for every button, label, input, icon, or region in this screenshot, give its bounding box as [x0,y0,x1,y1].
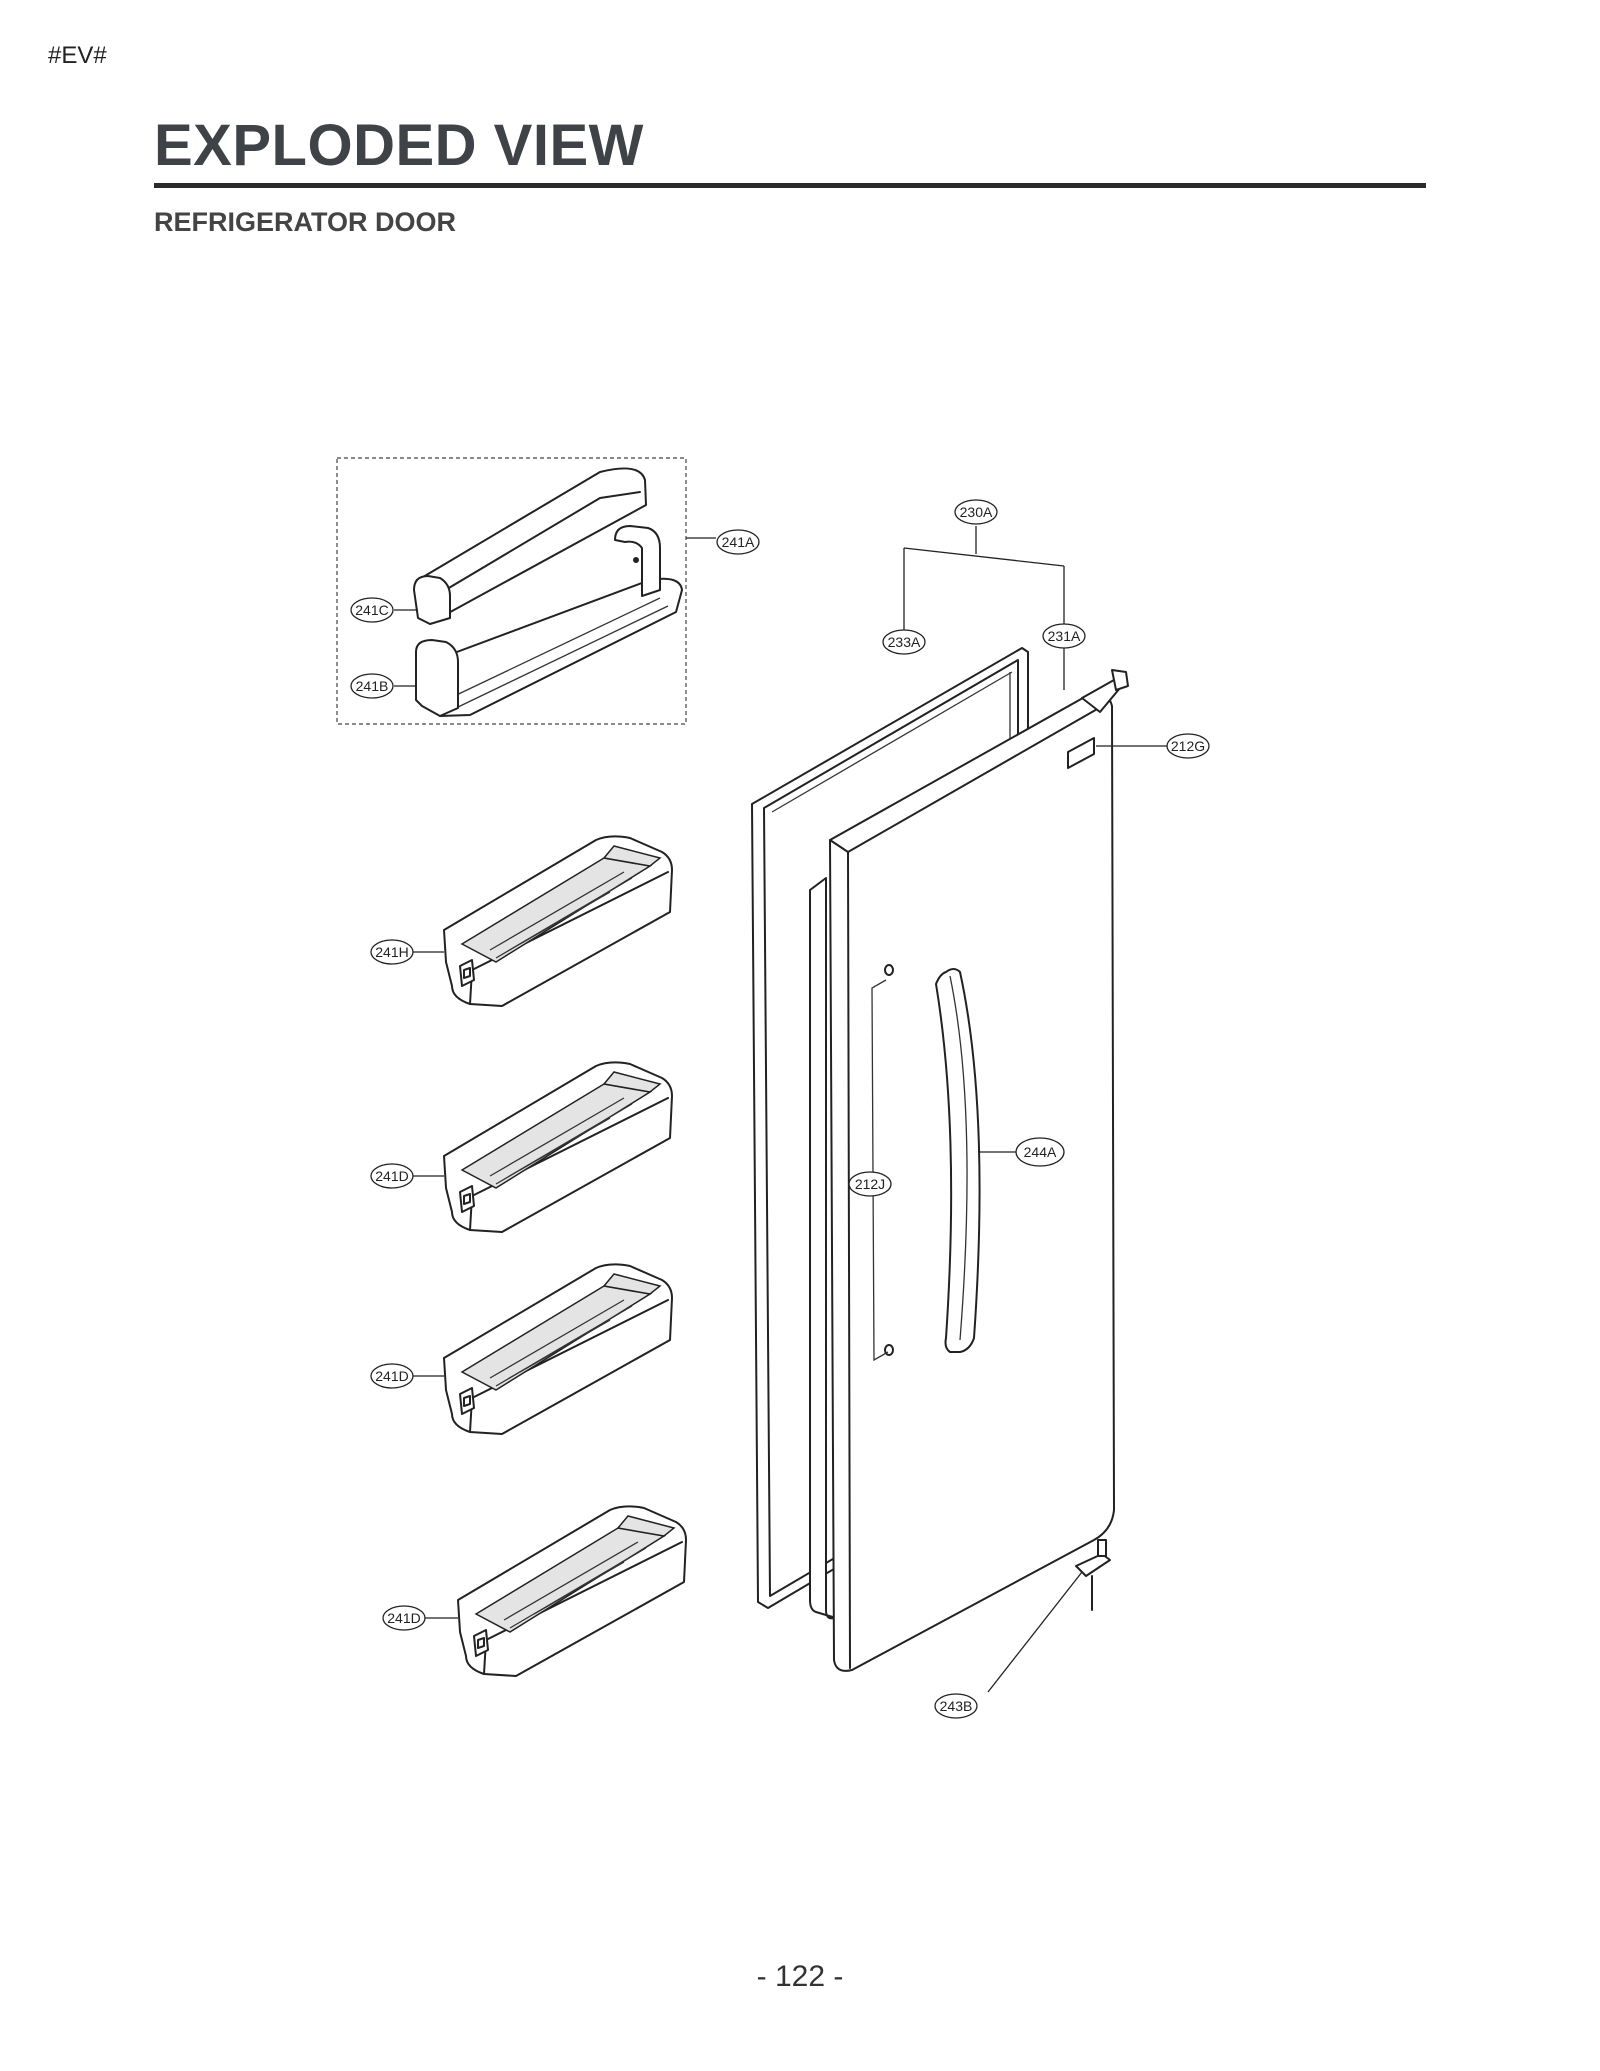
svg-text:241C: 241C [355,602,388,618]
door-bin-241d-2 [443,1263,673,1435]
door-bins [443,835,687,1677]
door-bin-241d-1 [443,1061,673,1233]
svg-text:241B: 241B [356,678,389,694]
door-handle-244a [935,968,981,1353]
side-cap-241c [413,575,451,625]
document-tag: #EV# [48,42,107,69]
callout-241a: 241A [716,529,760,555]
callout-212j: 212J [848,1171,892,1197]
page-title: EXPLODED VIEW [154,113,644,178]
svg-text:212G: 212G [1171,738,1205,754]
svg-text:241D: 241D [387,1610,420,1626]
svg-text:230A: 230A [960,504,993,520]
svg-text:241D: 241D [375,1368,408,1384]
callout-241d-3: 241D [382,1605,426,1631]
svg-text:241A: 241A [722,534,755,550]
callout-231a: 231A [1042,623,1086,649]
callout-244a: 244A [1015,1137,1065,1167]
side-cap-241b [415,639,459,717]
title-rule [154,183,1426,188]
svg-text:243B: 243B [940,1698,973,1714]
callout-243b: 243B [934,1693,978,1719]
callout-212g: 212G [1166,733,1210,759]
callout-241d-1: 241D [370,1163,414,1189]
door-bin-241a [413,467,683,717]
callout-241d-2: 241D [370,1363,414,1389]
callout-233a: 233A [882,629,926,655]
door-bin-241d-3 [457,1505,687,1677]
callout-241c: 241C [350,597,394,623]
section-subtitle: REFRIGERATOR DOOR [154,207,457,237]
top-hinge-231a [1081,669,1129,713]
label-212g [1067,737,1095,769]
svg-text:241H: 241H [375,944,408,960]
callout-241b: 241B [350,673,394,699]
svg-text:233A: 233A [888,634,921,650]
door-bin-241h [443,835,673,1007]
callout-241h: 241H [370,939,414,965]
bottom-hinge-243b [1075,1539,1111,1611]
svg-text:231A: 231A [1048,628,1081,644]
callout-230a: 230A [954,499,998,525]
page-number: - 122 - [756,1960,844,1993]
svg-text:241D: 241D [375,1168,408,1184]
svg-text:244A: 244A [1024,1144,1057,1160]
svg-text:212J: 212J [855,1176,885,1192]
